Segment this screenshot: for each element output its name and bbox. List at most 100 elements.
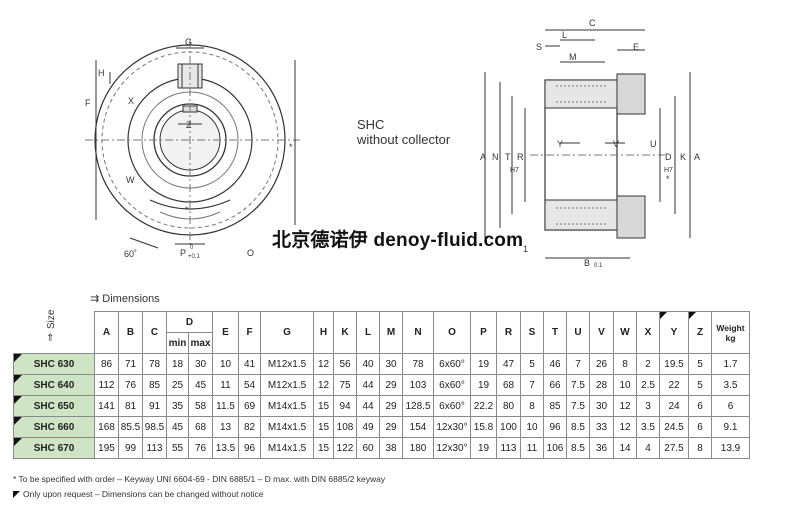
col-header: F	[238, 311, 261, 354]
cell: 75	[333, 374, 357, 396]
footnote-request-text: Only upon request – Dimensions can be ch…	[23, 489, 264, 499]
col-header-weight: Weight kg	[711, 311, 750, 354]
caption-line-2: without collector	[357, 132, 451, 147]
cell: 112	[94, 374, 119, 396]
label-T: T	[505, 152, 511, 162]
col-header: X	[636, 311, 660, 354]
cell: 3	[636, 395, 660, 417]
row-size-label: SHC 650	[13, 395, 95, 417]
col-header: L	[356, 311, 380, 354]
cell: 41	[238, 353, 261, 375]
cell: 82	[238, 416, 261, 438]
cell: M12x1.5	[260, 353, 314, 375]
size-name: SHC 660	[33, 421, 75, 433]
cell: 56	[333, 353, 357, 375]
cell: 106	[543, 437, 567, 459]
label-C: C	[589, 18, 596, 28]
cell: 94	[333, 395, 357, 417]
cell: 15	[313, 395, 334, 417]
col-header-D: D	[166, 311, 213, 333]
cell: 86	[94, 353, 119, 375]
label-F: F	[85, 98, 91, 108]
label-L: L	[562, 30, 567, 40]
label-W: W	[126, 175, 135, 185]
col-header-D-max: max	[188, 332, 213, 354]
cell: 71	[118, 353, 143, 375]
cell: 78	[402, 353, 434, 375]
label-H: H	[98, 68, 105, 78]
cell: 40	[356, 353, 380, 375]
cell: 15.8	[470, 416, 497, 438]
cell: 19.5	[659, 353, 689, 375]
drawing-caption: SHC without collector	[357, 117, 450, 147]
cell: 7.5	[566, 374, 590, 396]
cell: 122	[333, 437, 357, 459]
col-header: G	[260, 311, 314, 354]
label-angle: 60˚	[124, 249, 137, 259]
col-header: H	[313, 311, 334, 354]
cell: 68	[496, 374, 521, 396]
cell: 27.5	[659, 437, 689, 459]
cell: 85	[142, 374, 167, 396]
size-name: SHC 640	[33, 379, 75, 391]
cell: 30	[379, 353, 403, 375]
cell: 12	[613, 395, 637, 417]
cell: 113	[142, 437, 167, 459]
label-Z: Z	[186, 120, 192, 130]
table-row: SHC 640 112 76 85 25 45 11 54 M12x1.5 12…	[13, 374, 750, 396]
cell: 3.5	[711, 374, 750, 396]
cell: 11	[520, 437, 544, 459]
cell: 35	[166, 395, 189, 417]
cell: 76	[118, 374, 143, 396]
cell: 14	[613, 437, 637, 459]
cell: 128.5	[402, 395, 434, 417]
table-row: SHC 670 195 99 113 55 76 13.5 96 M14x1.5…	[13, 437, 750, 459]
cell: 44	[356, 395, 380, 417]
col-header-D-min: min	[166, 332, 189, 354]
cell: 7.5	[566, 395, 590, 417]
cell: 113	[496, 437, 521, 459]
arrow-icon: ⇉	[90, 293, 100, 305]
cell: 2.5	[636, 374, 660, 396]
size-heading-label: Size	[46, 309, 57, 329]
cell: 38	[379, 437, 403, 459]
cell: 91	[142, 395, 167, 417]
cell: 22	[659, 374, 689, 396]
cell: 12	[613, 416, 637, 438]
cell: M14x1.5	[260, 437, 314, 459]
col-header: S	[520, 311, 544, 354]
size-name: SHC 630	[33, 358, 75, 370]
label-P-sub: +0.1	[188, 254, 201, 260]
weight-line-1: Weight	[716, 322, 745, 333]
dimensions-heading: ⇉ Dimensions	[90, 292, 160, 305]
cell: 18	[166, 353, 189, 375]
label-K: K	[680, 152, 686, 162]
cell: 60	[356, 437, 380, 459]
cell: 78	[142, 353, 167, 375]
request-marker-icon	[13, 491, 20, 499]
label-G: G	[185, 37, 192, 47]
size-column-header	[14, 312, 95, 354]
cell: 4	[636, 437, 660, 459]
cell: 12x30°	[433, 437, 471, 459]
cell: 76	[188, 437, 213, 459]
size-name: SHC 650	[33, 400, 75, 412]
cell: 154	[402, 416, 434, 438]
cell: 12	[313, 374, 334, 396]
cell: 30	[188, 353, 213, 375]
col-header: N	[402, 311, 434, 354]
col-header: A	[94, 311, 119, 354]
cell: 195	[94, 437, 119, 459]
cell: 1.7	[711, 353, 750, 375]
cell: 5	[520, 353, 544, 375]
cell: 26	[589, 353, 614, 375]
cell: 8	[520, 395, 544, 417]
cell: 5	[688, 374, 712, 396]
col-header: W	[613, 311, 637, 354]
label-H7-right: H7	[664, 167, 673, 174]
label-star-left: *	[185, 205, 189, 215]
col-header: T	[543, 311, 567, 354]
table-header-row-1: A B C D E F G H K L M N O P R S T U V W …	[14, 311, 750, 354]
label-S: S	[536, 42, 542, 52]
label-1: 1	[523, 244, 528, 254]
